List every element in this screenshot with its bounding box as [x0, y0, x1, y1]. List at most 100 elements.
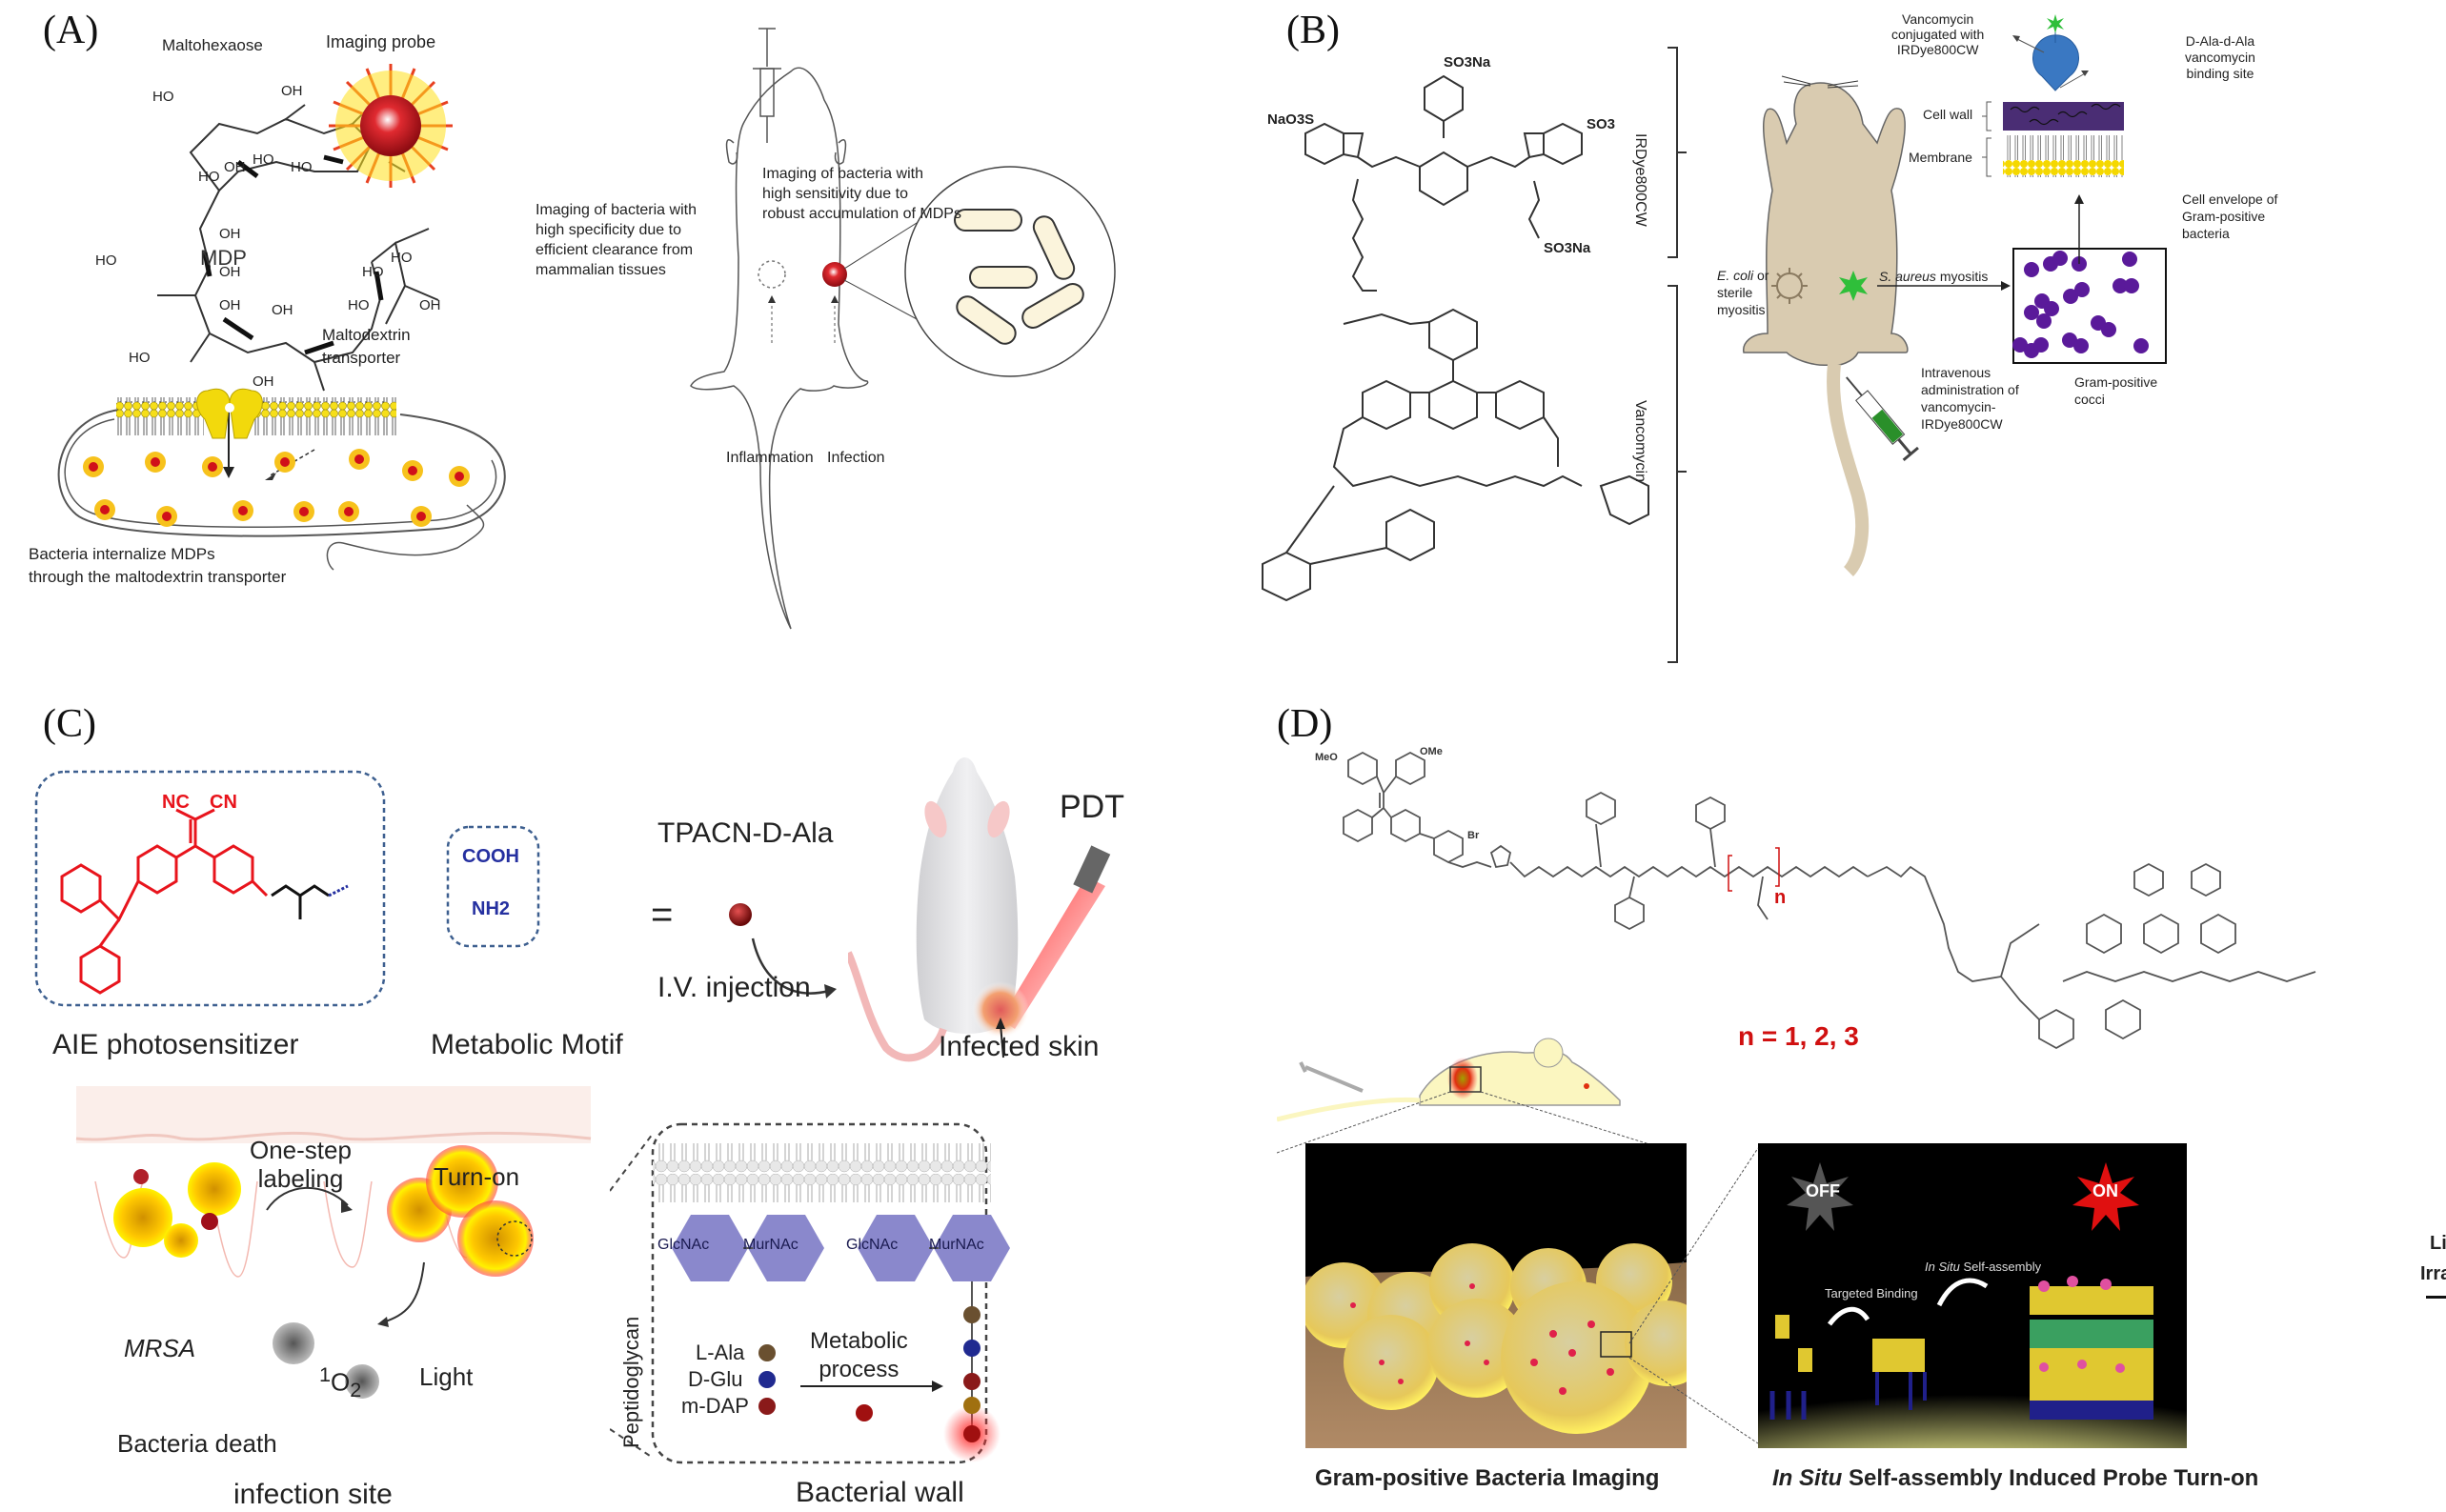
chem-label: OH [253, 373, 274, 390]
chem-label: HO [152, 89, 174, 105]
sensitivity-caption: Imaging of bacteria with high sensitivit… [762, 166, 961, 222]
in-situ-italic: In Situ [1925, 1260, 1960, 1274]
irdye-star-icon [2047, 14, 2064, 33]
infection-site-label: infection site [233, 1479, 393, 1510]
br-label: Br [1467, 830, 1480, 841]
yellow-mouse-illustration [1277, 1038, 1678, 1154]
light-cut-label: Lig [2430, 1233, 2446, 1254]
chem-label: HO [95, 252, 117, 269]
equals-sign: = [651, 894, 674, 936]
zoom-region-box [1449, 1066, 1482, 1093]
chem-label: HO [348, 297, 370, 313]
turn-on-label: Turn-on [434, 1162, 520, 1191]
syringe-icon [753, 28, 781, 143]
mdp-structure-diagram: HO OH HO OH HO HO OH HO OH HO HO HO OH O… [95, 83, 441, 392]
panel-d-label: (D) [1277, 702, 1333, 746]
mouse-outline-illustration [690, 28, 1116, 630]
infection-label: Infection [827, 450, 885, 466]
infection-site-icon [822, 262, 847, 287]
irdye-vancomycin-structure: SO3Na NaO3S SO3 SO3Na [1262, 47, 1687, 663]
ome-label: OMe [1420, 746, 1443, 757]
membrane-label: Membrane [1909, 150, 1972, 165]
ecoli-italic: E. coli [1717, 268, 1754, 283]
off-star-icon [1787, 1162, 1853, 1231]
arrow-down [223, 400, 315, 480]
m-dap-label: m-DAP [681, 1394, 749, 1418]
irradiation-cut-label: Irrad [2420, 1263, 2446, 1284]
mrsa-label: MRSA [124, 1334, 196, 1362]
n-values-label: n = 1, 2, 3 [1738, 1021, 1859, 1051]
s-aureus-myositis-icon [1839, 271, 1868, 301]
curved-arrows [1828, 1278, 1989, 1326]
iv-administration-label: Intravenous administration of vancomycin… [1921, 365, 2019, 432]
targeted-binding-label: Targeted Binding [1825, 1286, 1918, 1300]
ecoli-rest: or sterile myositis [1717, 268, 1769, 317]
peptidoglycan-label: Peptidoglycan [619, 1316, 643, 1448]
cell-wall-layer [2003, 102, 2124, 131]
panel-a-label: (A) [43, 9, 99, 52]
specificity-caption: Imaging of bacteria with high specificit… [536, 202, 697, 278]
gram-positive-bacteria-render [1305, 1143, 1687, 1448]
sterile-myositis-icon [1771, 268, 1808, 304]
l-ala-label: L-Ala [696, 1341, 745, 1364]
mouse-body [1743, 82, 1909, 576]
panel-c-label: (C) [43, 702, 96, 746]
whiskers-icon [1781, 75, 1859, 89]
binding-site-label: D-Ala-d-Ala vancomycin binding site [2185, 33, 2255, 81]
tpacn-d-ala-label: TPACN-D-Ala [657, 817, 834, 849]
chem-label: OH [272, 302, 293, 318]
so3-label: SO3 [1587, 116, 1615, 132]
murnac-label-1: MurNAc [743, 1237, 798, 1253]
d-glu-label: D-Glu [688, 1367, 743, 1391]
self-assembly-render [1758, 1143, 2187, 1448]
in-situ-rest: Self-assembly [1959, 1260, 2042, 1274]
chem-label: HO [362, 264, 384, 280]
mouse-vancomycin-illustration [1743, 14, 2167, 576]
cell-wall-label: Cell wall [1923, 107, 1973, 122]
chem-label: HO [291, 159, 313, 175]
mdp-label: MDP [200, 246, 247, 270]
off-label: OFF [1806, 1181, 1840, 1200]
chem-label: HO [198, 169, 220, 185]
vancomycin-conjugate-icon [2032, 34, 2079, 91]
nh2-label: NH2 [472, 898, 510, 919]
internalized-mdp-particles [83, 449, 470, 527]
vancomycin-bracket-label: Vancomycin [1632, 400, 1648, 482]
so3na-chain-label: SO3Na [1544, 240, 1591, 256]
chem-label: OH [419, 297, 441, 313]
imaging-probe-label: Imaging probe [326, 32, 436, 51]
panel-a: (A) Maltohexaose Imaging probe HO OH HO … [0, 0, 1229, 667]
so3na-label: SO3Na [1444, 54, 1491, 71]
infection-site-diagram [75, 1086, 592, 1399]
s-aureus-italic: S. aureus [1879, 269, 1936, 284]
aie-dashed-box [34, 770, 386, 1007]
bacterium-membrane-diagram [57, 388, 506, 571]
imaging-probe-icon [329, 64, 453, 188]
self-assembly-caption: In Situ Self-assembly Induced Probe Turn… [1772, 1465, 2258, 1492]
internalize-caption: Bacteria internalize MDPs through the ma… [29, 545, 287, 586]
panel-d: (D) MeO OMe Br n [1277, 696, 2446, 1512]
probe-molecules [1769, 1276, 2153, 1420]
panel-c: (C) NC CN COOH NH2 AIE photosensitizer M… [0, 696, 1258, 1512]
pdt-laser-icon [1073, 845, 1111, 894]
nao3s-label: NaO3S [1267, 111, 1314, 128]
pdt-label: PDT [1060, 789, 1124, 825]
iv-injection-label: I.V. injection [657, 972, 811, 1003]
white-mouse-illustration [848, 757, 1111, 1062]
n-subscript-label: n [1774, 887, 1786, 908]
injection-arrow [751, 937, 837, 998]
on-label: ON [2092, 1181, 2118, 1200]
chem-label: OH [219, 297, 241, 313]
probe-structure-d: MeO OMe Br n [1315, 746, 2316, 1050]
meo-label: MeO [1315, 752, 1338, 763]
panel-b-label: (B) [1286, 9, 1340, 52]
probe-dot-icon [729, 903, 752, 926]
gram-positive-imaging-caption: Gram-positive Bacteria Imaging [1315, 1465, 1660, 1491]
inflammation-label: Inflammation [726, 450, 814, 466]
s-aureus-label: S. aureus myositis [1879, 269, 1988, 284]
chem-label: OH [219, 264, 241, 280]
panel-b: (B) SO3Na [1229, 0, 2446, 676]
cell-envelope-label: Cell envelope of Gram-positive bacteria [2182, 192, 2278, 241]
chem-label: OH [219, 226, 241, 242]
metabolic-motif-label: Metabolic Motif [431, 1029, 623, 1060]
